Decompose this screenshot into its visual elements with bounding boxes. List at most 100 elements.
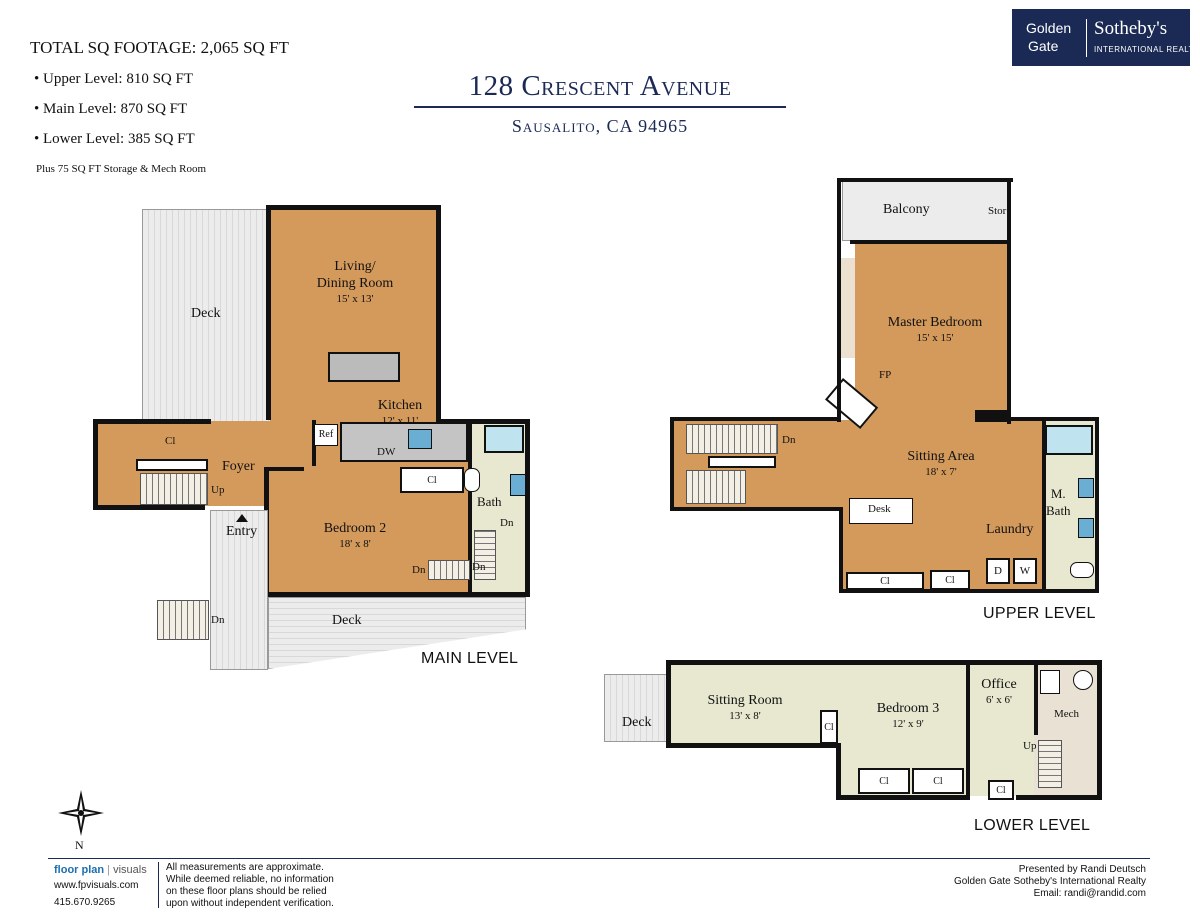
bedroom3-name: Bedroom 3 (876, 701, 940, 716)
page-subtitle: Sausalito, CA 94965 (511, 116, 689, 136)
bedroom2-name: Bedroom 2 (323, 521, 387, 536)
level-sqft-main: • Main Level: 870 SQ FT (34, 101, 188, 117)
footer-rule (48, 858, 1150, 859)
wall (666, 743, 840, 748)
main-bath-sink (510, 474, 526, 496)
wall (1095, 417, 1099, 593)
upper-closet-1: Cl (846, 572, 924, 590)
bedroom2-label: Bedroom 2 18' x 8' (305, 520, 405, 551)
master-dim: 15' x 15' (916, 332, 954, 344)
laundry-label: Laundry (986, 522, 1034, 537)
total-sqft: TOTAL SQ FOOTAGE: 2,065 SQ FT (30, 38, 289, 57)
balcony (842, 181, 1010, 241)
balcony-label: Balcony (883, 202, 930, 217)
compass-rose-icon (58, 790, 104, 836)
disclaimer-line-4: upon without independent verification. (166, 898, 334, 909)
foyer-label: Foyer (222, 459, 255, 474)
office-name: Office (981, 677, 1017, 692)
master-sink-2 (1078, 518, 1094, 538)
wall (1097, 660, 1102, 800)
furnace (1073, 670, 1093, 690)
lower-closet-2-label: Cl (879, 775, 889, 787)
level-sqft-lower-text: Lower Level: 385 SQ FT (43, 131, 195, 147)
entry-walkway (210, 510, 268, 670)
upper-stairs-dn-label: Dn (782, 434, 796, 446)
deck-stairs (157, 600, 209, 640)
presenter-info: Presented by Randi Deutsch Golden Gate S… (880, 864, 1146, 900)
desk (849, 498, 913, 524)
sitting-area-name: Sitting Area (907, 449, 975, 464)
lower-closet-2: Cl (858, 768, 910, 794)
fpvisuals-url[interactable]: www.fpvisuals.com (54, 880, 139, 891)
dishwasher-label: DW (377, 446, 396, 458)
sothebys-logo: Golden Gate Sotheby's INTERNATIONAL REAL… (1012, 9, 1199, 66)
lower-closet-1-label: Cl (824, 721, 834, 733)
footer-divider (158, 862, 159, 908)
dryer-label: D (994, 565, 1002, 577)
disclaimer-line-3: on these floor plans should be relied (166, 886, 327, 897)
lower-sitting-dim: 13' x 8' (729, 710, 761, 722)
main-bath-label: Bath (477, 494, 502, 509)
presenter-email[interactable]: Email: randi@randid.com (1033, 888, 1146, 899)
main-closet-label: Cl (165, 435, 176, 447)
kitchen-island (328, 352, 400, 382)
main-closet-2: Cl (400, 467, 464, 493)
wall (436, 205, 441, 423)
logo-divider (1086, 19, 1087, 57)
wall (670, 417, 841, 421)
wall (266, 205, 440, 210)
kitchen-label: Kitchen 12' x 11' (360, 397, 440, 428)
logo-brand-sub: INTERNATIONAL REALTY (1094, 45, 1200, 54)
page-title: 128 Crescent Avenue (468, 70, 732, 102)
stairs-dn-label-2: Dn (472, 561, 486, 573)
washer: W (1013, 558, 1037, 584)
wall (436, 419, 530, 424)
stair-rail (136, 459, 208, 471)
wall (850, 240, 1010, 244)
main-deck-bottom-label: Deck (332, 613, 362, 628)
kitchen-name: Kitchen (377, 398, 423, 413)
living-dim: 15' x 13' (336, 293, 374, 305)
sitting-area-label: Sitting Area 18' x 7' (886, 448, 996, 479)
level-sqft-upper-text: Upper Level: 810 SQ FT (43, 71, 193, 87)
main-shower (484, 425, 524, 453)
wall (525, 419, 530, 597)
main-stairs-down-2 (428, 560, 470, 580)
wall (670, 417, 674, 511)
stairs-dn-label-3: Dn (412, 564, 426, 576)
wall (93, 505, 205, 510)
fpvisuals-brand-b: visuals (113, 864, 147, 876)
level-sqft-upper: • Upper Level: 810 SQ FT (34, 71, 193, 87)
wall (837, 178, 1013, 182)
upper-closet-2: Cl (930, 570, 970, 590)
office (966, 664, 1034, 796)
lower-closet-4: Cl (988, 780, 1014, 800)
master-window-seat (841, 258, 855, 358)
wall (266, 205, 271, 420)
lower-sitting-name: Sitting Room (707, 693, 783, 708)
wall (264, 592, 530, 597)
water-heater (1040, 670, 1060, 694)
living-label: Living/ Dining Room 15' x 13' (300, 258, 410, 306)
office-label: Office 6' x 6' (972, 676, 1026, 707)
level-sqft-lower: • Lower Level: 385 SQ FT (34, 131, 195, 147)
disclaimer: All measurements are approximate. While … (166, 862, 334, 910)
wall (93, 419, 98, 509)
main-deck-top-label: Deck (191, 306, 221, 321)
wall (468, 424, 472, 594)
presenter-company: Golden Gate Sotheby's International Real… (953, 876, 1146, 887)
lower-closet-1: Cl (820, 710, 838, 744)
wall (666, 660, 671, 747)
fpvisuals-brand-a: floor plan (54, 864, 105, 876)
kitchen-counter (340, 422, 468, 462)
logo-gate: Gate (1028, 38, 1059, 54)
lower-closet-3-label: Cl (933, 775, 943, 787)
sitting-area-dim: 18' x 7' (925, 466, 957, 478)
bedroom3-dim: 12' x 9' (892, 718, 924, 730)
lower-deck-label: Deck (622, 715, 652, 730)
wall (93, 419, 211, 424)
wall (1016, 795, 1102, 800)
main-closet-2-label: Cl (427, 474, 437, 486)
title-underline (414, 106, 786, 108)
